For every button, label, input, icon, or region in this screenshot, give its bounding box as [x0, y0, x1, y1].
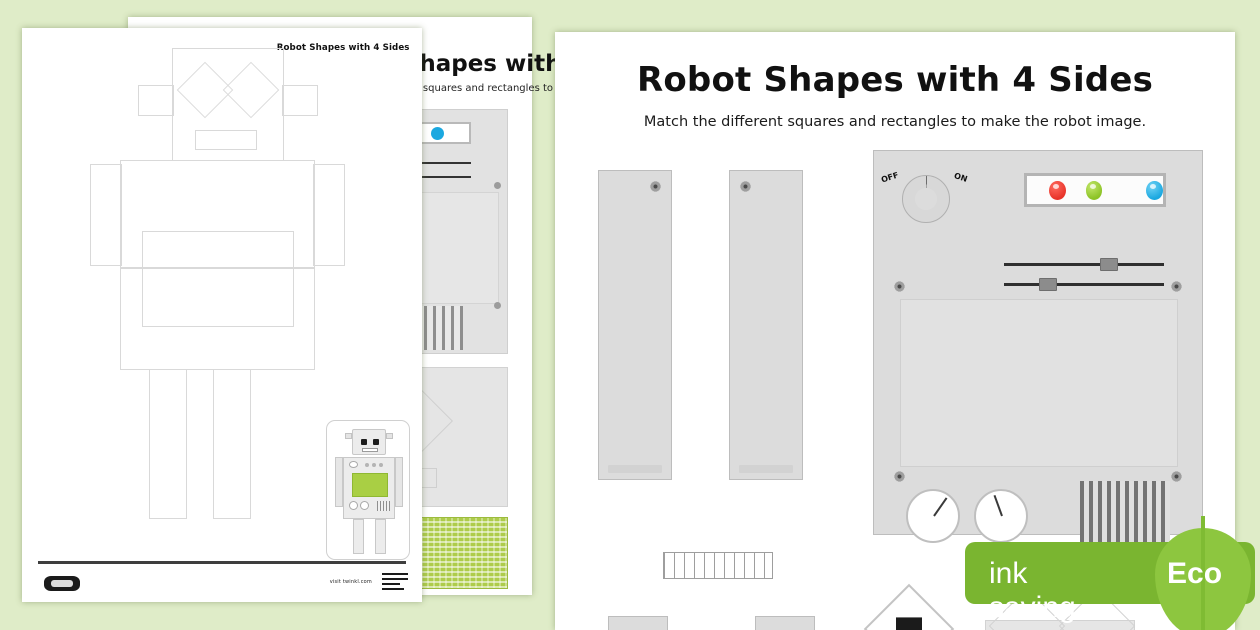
- speaker-grille: [1080, 481, 1170, 549]
- dial-on-label: ON: [952, 171, 969, 184]
- bolt-icon: [650, 181, 661, 192]
- mouth-panel-shape[interactable]: [985, 620, 1135, 630]
- slider-knob[interactable]: [1039, 278, 1058, 291]
- thumb-grille: [377, 501, 390, 511]
- thumb-gauge-icon: [360, 501, 369, 510]
- bolt-icon: [894, 471, 905, 482]
- thumb-light-icon: [372, 463, 376, 467]
- footer-url-text: visit twinkl.com: [329, 579, 372, 585]
- robot-body-outline: [120, 160, 315, 268]
- arm-rectangle-right[interactable]: [729, 170, 803, 480]
- thumb-dial-icon: [349, 461, 358, 468]
- thumb-gauge-icon: [349, 501, 358, 510]
- part-label: [608, 465, 662, 473]
- arm-rectangle-left[interactable]: [598, 170, 672, 480]
- page-title: Robot Shapes with 4 Sides: [636, 60, 1154, 100]
- slider-knob[interactable]: [1100, 258, 1118, 271]
- robot-screen: [900, 299, 1178, 467]
- thumb-left-eye: [361, 439, 367, 445]
- document-right[interactable]: Robot Shapes with 4 Sides Match the diff…: [555, 32, 1235, 630]
- robot-right-ear-outline: [282, 85, 318, 116]
- thumb-left-leg: [353, 519, 364, 554]
- gauge-right: [974, 489, 1028, 543]
- gauge-needle: [993, 494, 1003, 517]
- robot-right-arm-outline: [313, 164, 345, 266]
- bolt-icon: [1171, 281, 1182, 292]
- eye-pupil: [896, 617, 922, 630]
- robot-mouth-outline: [195, 130, 257, 150]
- middle-doc-subtitle: Match the different squares and rectangl…: [324, 83, 671, 94]
- bolt-icon: [494, 182, 501, 189]
- robot-left-arm-outline: [90, 164, 122, 266]
- red-light-icon: [1049, 180, 1066, 200]
- green-light-icon: [1085, 180, 1103, 200]
- footer-badge-logo: [382, 573, 408, 595]
- thumb-right-leg: [375, 519, 386, 554]
- slider-top[interactable]: [1004, 258, 1164, 271]
- gauge-left: [906, 489, 960, 543]
- reference-robot-thumbnail: [326, 420, 410, 560]
- page-subtitle: Match the different squares and rectangl…: [643, 114, 1147, 130]
- bolt-icon: [494, 302, 501, 309]
- thumb-right-eye: [373, 439, 379, 445]
- thumb-screen: [352, 473, 388, 497]
- thumb-mouth: [362, 448, 378, 452]
- leg-square-right[interactable]: [755, 616, 815, 630]
- eco-badge-primary-text: ink saving: [989, 557, 1076, 624]
- thumb-right-arm: [395, 457, 403, 507]
- indicator-lights-box: [1024, 173, 1166, 207]
- robot-control-panel[interactable]: OFF ON: [873, 150, 1203, 549]
- leaf-icon: [1155, 516, 1251, 630]
- robot-left-ear-outline: [138, 85, 174, 116]
- thumb-head: [352, 429, 386, 455]
- thumb-light-icon: [379, 463, 383, 467]
- bolt-icon: [894, 281, 905, 292]
- leg-square-left[interactable]: [608, 616, 668, 630]
- slider-bottom[interactable]: [1004, 278, 1164, 291]
- footer-divider: [38, 561, 406, 564]
- bolt-icon: [1171, 471, 1182, 482]
- dial-off-label: OFF: [880, 170, 900, 185]
- eye-diamond-shape[interactable]: [863, 583, 955, 630]
- bolt-icon: [740, 181, 751, 192]
- robot-panel-outline: [142, 231, 294, 327]
- gauge-needle: [933, 497, 948, 517]
- blue-light-icon: [431, 126, 444, 140]
- thumb-light-icon: [365, 463, 369, 467]
- thumb-left-arm: [335, 457, 343, 507]
- robot-left-leg-outline: [149, 369, 187, 519]
- blue-light-icon: [1146, 180, 1164, 200]
- left-doc-title: Robot Shapes with 4 Sides: [276, 43, 410, 53]
- thumb-left-ear: [345, 433, 352, 439]
- part-label: [739, 465, 793, 473]
- teeth-rectangle[interactable]: [663, 552, 773, 579]
- twinkl-logo: [44, 576, 80, 591]
- robot-right-leg-outline: [213, 369, 251, 519]
- eco-badge-secondary-text: Eco: [1167, 557, 1223, 590]
- document-left[interactable]: Robot Shapes with 4 Sides: [22, 28, 422, 602]
- power-dial-ring: [902, 175, 950, 223]
- thumb-right-ear: [386, 433, 393, 439]
